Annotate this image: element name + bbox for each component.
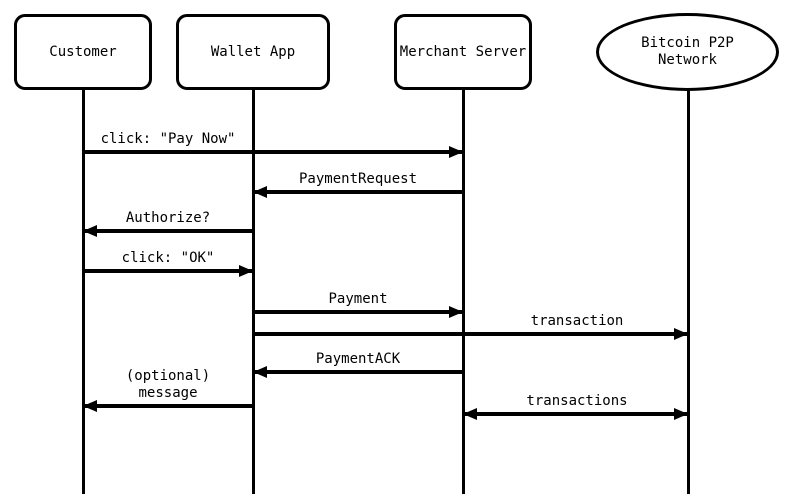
- message-line-7: [253, 370, 463, 374]
- arrowhead-right-icon: [674, 328, 688, 340]
- actor-label-merchant: Merchant Server: [399, 43, 527, 60]
- message-label-1: click: "Pay Now": [100, 131, 236, 147]
- message-line-9: [463, 412, 688, 416]
- lifeline-network: [686, 90, 690, 494]
- message-line-5: [253, 310, 463, 314]
- lifeline-customer: [81, 90, 85, 494]
- actor-merchant: Merchant Server: [394, 14, 532, 90]
- lifeline-wallet: [251, 90, 255, 494]
- message-label-3: Authorize?: [125, 210, 211, 226]
- actor-label-customer: Customer: [49, 43, 117, 60]
- message-label-5: Payment: [328, 291, 388, 307]
- message-line-8: [83, 404, 253, 408]
- arrowhead-right-icon: [239, 265, 253, 277]
- message-label-7: PaymentACK: [315, 351, 401, 367]
- message-line-6: [253, 332, 688, 336]
- message-label-8: (optional)message: [125, 368, 211, 401]
- message-label-2: PaymentRequest: [298, 171, 418, 187]
- message-line-1: [83, 150, 463, 154]
- message-label-6: transaction: [530, 313, 624, 329]
- actor-wallet: Wallet App: [176, 14, 330, 90]
- message-line-2: [253, 190, 463, 194]
- arrowhead-right-icon: [674, 408, 688, 420]
- arrowhead-left-icon: [463, 408, 477, 420]
- message-label-4: click: "OK": [121, 250, 215, 266]
- arrowhead-left-icon: [83, 225, 97, 237]
- arrowhead-right-icon: [449, 306, 463, 318]
- message-line-4: [83, 269, 253, 273]
- lifeline-merchant: [461, 90, 465, 494]
- arrowhead-left-icon: [253, 366, 267, 378]
- arrowhead-left-icon: [83, 400, 97, 412]
- message-line-3: [83, 229, 253, 233]
- message-label-9: transactions: [526, 393, 628, 409]
- actor-label-wallet: Wallet App: [210, 43, 296, 60]
- arrowhead-left-icon: [253, 186, 267, 198]
- actor-customer: Customer: [14, 14, 152, 90]
- arrowhead-right-icon: [449, 146, 463, 158]
